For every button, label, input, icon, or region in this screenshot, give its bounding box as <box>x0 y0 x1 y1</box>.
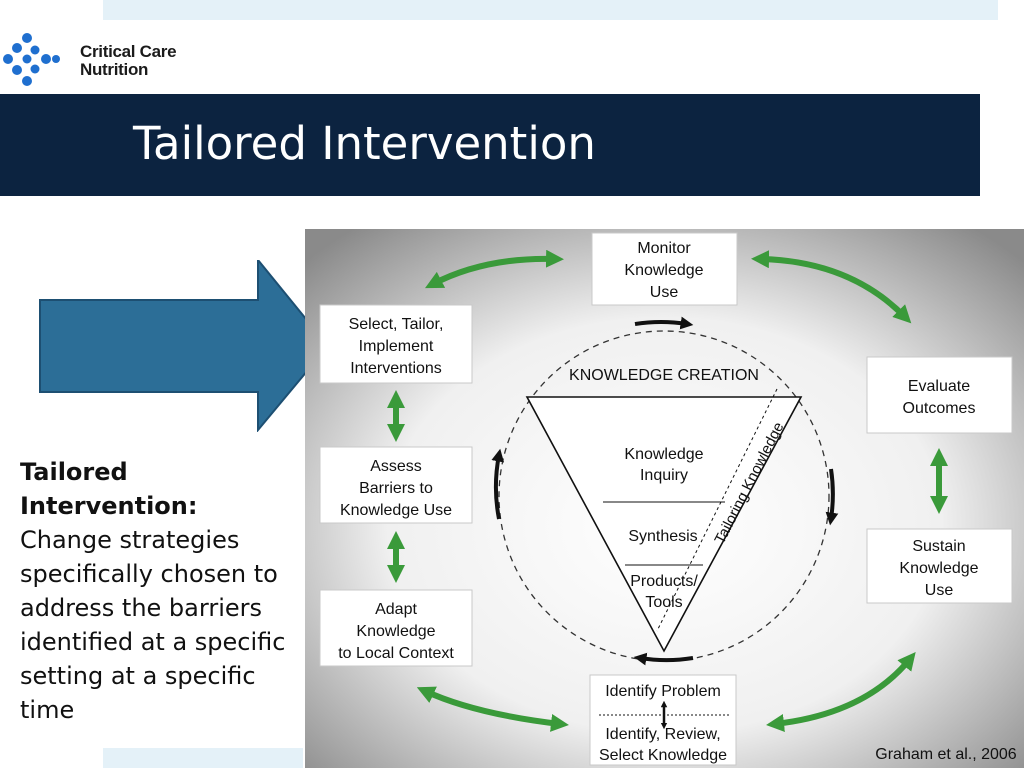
select-tailor-box <box>319 304 473 384</box>
identify-problem-label: Identify Problem <box>605 683 721 700</box>
monitor-box <box>591 232 738 306</box>
logo-line-1: Critical Care <box>80 42 177 61</box>
title-bar: Tailored Intervention <box>0 94 980 196</box>
monitor-line-1: Monitor <box>637 240 691 257</box>
evaluate-line-1: Evaluate <box>908 378 970 395</box>
inquiry-line-2: Inquiry <box>640 467 688 484</box>
adapt-line-1: Adapt <box>375 601 417 618</box>
adapt-line-2: Knowledge <box>356 623 435 640</box>
monitor-line-3: Use <box>650 284 679 301</box>
select-line-1: Select, Tailor, <box>349 316 444 333</box>
select-line-3: Interventions <box>350 360 442 377</box>
sustain-line-2: Knowledge <box>899 560 978 577</box>
cycle-arrow-right-icon <box>825 468 839 526</box>
logo-wordmark: Critical Care Nutrition <box>80 43 200 79</box>
assess-line-2: Barriers to <box>359 480 433 497</box>
inquiry-line-1: Knowledge <box>624 446 703 463</box>
dashed-cycle-circle <box>498 330 830 662</box>
products-line-2: Tools <box>645 594 682 611</box>
evaluate-box <box>866 356 1013 434</box>
monitor-line-2: Knowledge <box>624 262 703 279</box>
green-arrow-sustain-identify-icon <box>766 652 916 732</box>
citation: Graham et al., 2006 <box>875 746 1017 763</box>
knowledge-funnel <box>525 396 803 653</box>
bottom-accent-strip <box>103 748 303 768</box>
definition-heading-line-2: Intervention: <box>20 492 198 520</box>
logo-icon <box>3 33 60 86</box>
definition-heading-line-1: Tailored <box>20 458 128 486</box>
sustain-line-3: Use <box>925 582 954 599</box>
green-arrow-monitor-evaluate-icon <box>751 250 912 324</box>
adapt-box <box>319 589 473 667</box>
sustain-box <box>866 528 1013 604</box>
synthesis-label: Synthesis <box>628 528 697 545</box>
cycle-arrow-top-icon <box>634 316 694 330</box>
page-title: Tailored Intervention <box>133 117 596 170</box>
evaluate-line-2: Outcomes <box>903 400 976 417</box>
definition-heading: Tailored Intervention: <box>20 455 305 523</box>
assess-line-3: Knowledge Use <box>340 502 452 519</box>
definition-body: Change strategies specifically chosen to… <box>20 526 286 724</box>
select-line-2: Implement <box>359 338 434 355</box>
sustain-line-1: Sustain <box>912 538 965 555</box>
knowledge-to-action-diagram: KNOWLEDGE CREATION Knowledge Inquiry Syn… <box>305 229 1024 768</box>
definition-text: Tailored Intervention: Change strategies… <box>20 455 305 727</box>
identify-review-line-2: Select Knowledge <box>599 747 727 764</box>
assess-line-1: Assess <box>370 458 422 475</box>
cycle-arrow-left-icon <box>491 448 505 520</box>
green-arrow-identify-adapt-icon <box>416 686 569 732</box>
logo-line-2: Nutrition <box>80 60 149 79</box>
identify-review-line-1: Identify, Review, <box>605 726 720 743</box>
products-line-1: Products/ <box>630 573 698 590</box>
knowledge-creation-title: KNOWLEDGE CREATION <box>569 367 759 384</box>
green-arrow-select-monitor-icon <box>425 249 564 289</box>
cycle-arrow-bottom-icon <box>633 652 694 666</box>
pointer-arrow-icon <box>39 260 330 432</box>
assess-box <box>319 446 473 524</box>
adapt-line-3: to Local Context <box>338 645 454 662</box>
top-accent-strip <box>103 0 998 20</box>
